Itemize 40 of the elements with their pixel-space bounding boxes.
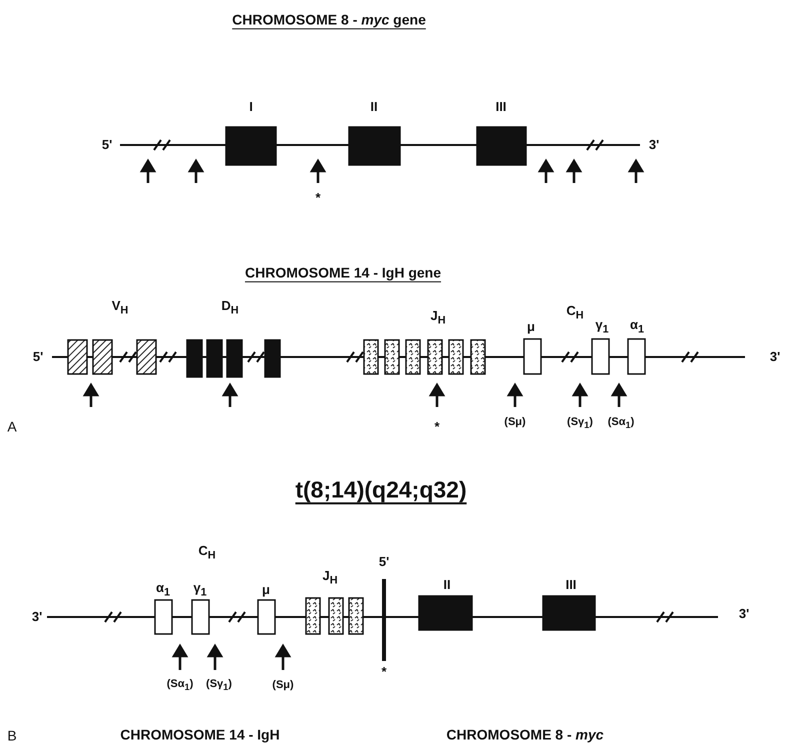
- end-label: 3': [770, 350, 780, 364]
- segment-label: J$_{H}$: [430, 308, 446, 328]
- segment-label: J$_{H}$: [322, 568, 338, 588]
- panel-letter: B: [7, 728, 17, 744]
- segment-label: μ: [527, 320, 535, 334]
- segment-label: C$_{H}$: [566, 304, 584, 322]
- panel-letter: A: [7, 419, 17, 435]
- segment-label: α$_{1}$: [630, 318, 644, 336]
- exon-label: II: [370, 100, 378, 114]
- exon-label: I: [249, 100, 253, 114]
- switch-label: (Sγ$_{1}$): [206, 678, 232, 692]
- exon-label: III: [566, 578, 576, 592]
- end-label: 3': [738, 606, 750, 622]
- segment-label: μ: [262, 582, 270, 598]
- end-label: 5': [32, 350, 44, 364]
- segment-label: C$_{H}$: [198, 544, 216, 562]
- end-label: 5': [102, 138, 112, 152]
- segment-label: γ$_{1}$: [193, 580, 207, 600]
- segment-label: D$_{H}$: [221, 298, 239, 318]
- end-label: 3': [648, 138, 660, 152]
- switch-label: (Sγ$_{1}$): [567, 416, 593, 430]
- segment-label: V$_{H}$: [112, 298, 128, 318]
- exon-label: II: [443, 578, 451, 592]
- breakpoint-asterisk: *: [434, 420, 440, 434]
- translocation-heading: t(8;14)(q24;q32): [295, 477, 467, 503]
- gene-heading: CHROMOSOME 8 - myc gene: [232, 12, 426, 28]
- switch-label: (Sα$_{1}$): [608, 416, 634, 430]
- switch-label: (Sμ): [272, 678, 294, 692]
- switch-label: (Sα$_{1}$): [166, 678, 194, 692]
- chromosome-label: CHROMOSOME 8 - myc: [446, 727, 604, 743]
- end-label: 5': [378, 554, 390, 570]
- segment-label: γ$_{1}$: [595, 318, 609, 336]
- breakpoint-asterisk: *: [315, 190, 321, 206]
- end-label: 3': [32, 610, 42, 624]
- gene-heading: CHROMOSOME 14 - IgH gene: [244, 265, 442, 281]
- exon-label: III: [496, 100, 506, 114]
- switch-label: (Sμ): [504, 416, 526, 428]
- chromosome-label: CHROMOSOME 14 - IgH: [120, 727, 280, 743]
- segment-label: α$_{1}$: [156, 580, 170, 600]
- breakpoint-asterisk: *: [381, 664, 387, 680]
